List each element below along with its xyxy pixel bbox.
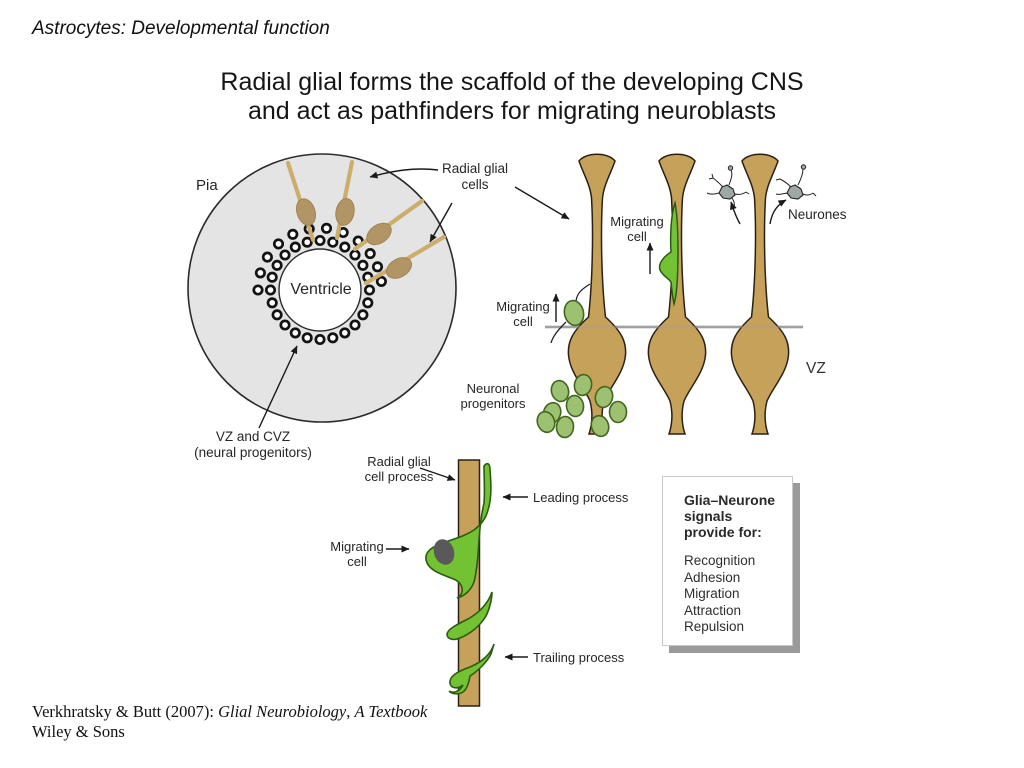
progenitor-ring-cell	[327, 236, 339, 248]
ventricle-label: Ventricle	[290, 281, 352, 298]
progenitor-ring-cell	[271, 259, 283, 271]
progenitor-ring-cell	[301, 332, 313, 344]
progenitor-ring-cell	[357, 259, 369, 271]
climbing-cell-body	[425, 462, 492, 599]
progenitor-ring-cell	[375, 275, 387, 287]
neuronal-progenitor-cell	[573, 373, 593, 397]
glia-neurone-signals-box: Glia–Neurone signals provide for: Recogn…	[662, 476, 793, 646]
tall-radial-glial-cell	[647, 153, 707, 435]
glial-cell-body	[295, 198, 317, 226]
signals-box-heading: Glia–Neurone signals provide for:	[684, 492, 776, 540]
ventricle-circle	[278, 248, 362, 332]
progenitor-ring-cell	[261, 251, 273, 263]
progenitor-ring-cell	[357, 309, 369, 321]
leading-process-label: Leading process	[533, 490, 629, 505]
signals-item: Adhesion	[684, 569, 741, 585]
trailing-process-label: Trailing process	[533, 650, 625, 665]
progenitor-ring-cell	[314, 234, 326, 247]
radial-glial-process-arrow	[419, 467, 456, 481]
progenitor-ring-cell	[271, 309, 283, 321]
migrating-cell-left-label: Migrating cell	[496, 299, 550, 329]
climbing-cell-nucleus	[433, 539, 455, 565]
neuron-glyph	[775, 164, 817, 200]
citation-subtitle: A Textbook	[354, 702, 428, 721]
glial-cell-body	[385, 257, 413, 279]
progenitor-ring-cell	[327, 332, 339, 344]
radial-glial-cells-arrow-1	[369, 168, 439, 179]
radial-glial-cells-arrow-2	[429, 202, 453, 243]
migrating-cell-left-hook	[575, 283, 591, 302]
glial-cell-body	[366, 222, 392, 246]
progenitor-ring-cell	[266, 297, 278, 309]
signals-box-items: Recognition Adhesion Migration Attractio…	[684, 553, 788, 636]
progenitor-ring	[252, 222, 387, 346]
neurone-arrow-right	[769, 199, 787, 225]
neuronal-progenitor-cell	[590, 414, 610, 438]
neuronal-progenitor-cell	[555, 415, 575, 439]
progenitor-ring-cell	[272, 238, 285, 250]
progenitor-ring-cell	[254, 267, 266, 279]
citation-line1: Verkhratsky & Butt (2007): Glial Neurobi…	[32, 702, 428, 721]
neuronal-progenitor-cell	[594, 385, 614, 409]
progenitor-ring-cell	[287, 228, 299, 240]
progenitor-ring-cell	[363, 284, 376, 296]
progenitor-ring-cell	[371, 261, 384, 273]
signals-item: Recognition	[684, 553, 756, 568]
neuronal-progenitor-cell	[536, 410, 556, 434]
tall-radial-glial-cell	[730, 153, 790, 435]
pia-label: Pia	[196, 177, 218, 194]
progenitor-ring-cell	[349, 319, 361, 331]
vz-cvz-arrow	[258, 345, 298, 429]
radial-glial-cells-in-section	[285, 159, 447, 286]
neuronal-progenitors-label: Neuronal progenitors	[460, 381, 526, 411]
neuronal-progenitor-cell	[608, 400, 628, 424]
citation-line2: Wiley & Sons	[32, 722, 125, 741]
progenitor-ring-cell	[314, 333, 326, 346]
neurones-label: Neurones	[788, 207, 847, 222]
tall-radial-glial-cells	[567, 153, 790, 435]
progenitor-ring-cell	[279, 249, 291, 261]
progenitor-ring-cell	[279, 319, 291, 331]
climbing-cell-wrap-2-trailing	[448, 643, 495, 695]
neuronal-progenitor-cells	[536, 373, 628, 439]
vz-label: VZ	[806, 360, 826, 377]
progenitor-ring-cell	[364, 248, 376, 260]
progenitor-ring-cell	[339, 327, 351, 339]
progenitor-ring-cell	[362, 297, 374, 309]
migrating-cell-mid-label: Migrating cell	[610, 214, 664, 244]
progenitor-ring-cell	[289, 327, 301, 339]
progenitor-ring-cell	[301, 236, 313, 248]
neurone-arrow-left	[730, 201, 741, 225]
radial-glial-cells-arrow-3	[514, 186, 570, 220]
migrating-cell-left-trail	[550, 321, 567, 344]
progenitor-ring-cell	[252, 284, 264, 296]
progenitor-ring-cell	[339, 241, 351, 253]
migrating-cell-bottom-label: Migrating cell	[330, 539, 384, 569]
neuronal-progenitor-cell	[550, 379, 570, 403]
progenitor-ring-cell	[266, 271, 278, 283]
progenitor-ring-cell	[320, 222, 333, 234]
slide-title: Astrocytes: Developmental function	[32, 18, 330, 39]
progenitor-ring-cell	[349, 249, 361, 261]
vz-cvz-label: VZ and CVZ (neural progenitors)	[194, 429, 312, 460]
signals-item: Repulsion	[684, 619, 745, 634]
signals-item: Attraction	[684, 602, 742, 618]
signals-item: Migration	[684, 586, 740, 601]
slide-heading: Radial glial forms the scaffold of the d…	[220, 68, 804, 125]
neuron-glyph	[706, 165, 750, 208]
citation: Verkhratsky & Butt (2007): Glial Neurobi…	[32, 702, 427, 742]
progenitor-ring-cell	[289, 241, 301, 253]
progenitor-ring-cell	[264, 284, 277, 296]
citation-work-title: Glial Neurobiology	[218, 702, 347, 721]
radial-glial-cells-label: Radial glial cells	[441, 161, 509, 192]
neuronal-progenitor-cell	[565, 394, 585, 418]
radial-glial-cell-process-label: Radial glial cell process	[364, 454, 434, 484]
glial-cell-body	[335, 198, 355, 226]
migrating-cell-mid-body	[658, 200, 679, 307]
climbing-cell-wrap-1	[446, 591, 493, 641]
migrating-cell-left-body	[563, 299, 585, 327]
